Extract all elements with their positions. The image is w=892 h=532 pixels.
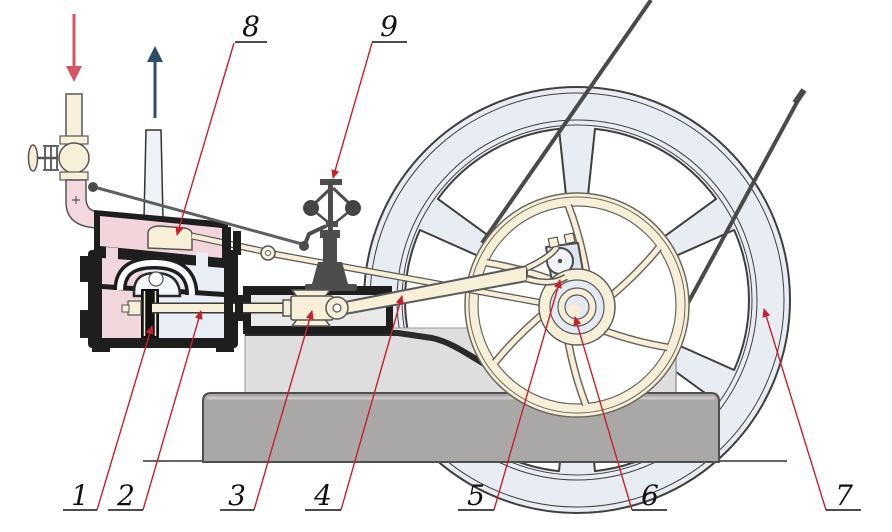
governor-collar <box>326 221 338 227</box>
leader-2-piston-rod <box>142 310 203 511</box>
cylinder <box>80 210 238 352</box>
cylinder-steam-side <box>102 258 143 338</box>
belt-run-right <box>686 92 804 304</box>
bell-crank-pivot <box>299 241 309 251</box>
leader-7-flywheel <box>762 308 827 511</box>
governor-links <box>312 209 352 224</box>
piston <box>141 289 159 338</box>
callout-label-5: 5 <box>467 479 485 512</box>
exhaust-arrow <box>147 46 163 62</box>
valve-rod-gland-plate <box>233 231 241 255</box>
governor-cap <box>320 179 342 185</box>
callout-numbers: 1 2 3 4 5 6 7 8 9 <box>71 10 853 512</box>
governor-column <box>323 236 337 266</box>
callout-label-8: 8 <box>242 10 260 43</box>
passage-dome-channel <box>117 259 195 296</box>
governor-capital <box>320 230 340 238</box>
leader-3-crosshead <box>253 310 314 511</box>
stuffing-boxes <box>222 227 243 326</box>
leader-5-crank <box>493 279 562 511</box>
fork-nut <box>563 232 576 245</box>
flow-arrows <box>66 14 163 118</box>
drive-belt <box>480 0 807 304</box>
piston-nut-small <box>121 304 130 313</box>
fork-nut <box>547 236 560 249</box>
steam-port-left <box>106 247 118 262</box>
callout-label-9: 9 <box>380 10 398 43</box>
governor <box>88 179 361 291</box>
leader-4-connecting-rod <box>340 295 404 511</box>
crank-wheel-rim-line <box>468 196 686 414</box>
valve-rod-gland <box>222 227 231 259</box>
crank-pin-center <box>557 258 563 264</box>
handwheel-icon <box>27 144 39 172</box>
dome-boss <box>148 271 164 287</box>
valve-flange-bottom <box>59 171 89 181</box>
throttle-rod-ball <box>88 182 98 192</box>
piston-nut <box>127 300 142 316</box>
belt-fastener <box>792 88 807 105</box>
steam-pipe <box>65 93 83 139</box>
guide-rail-bottom <box>243 326 392 334</box>
leader-9-governor <box>331 42 373 179</box>
governor-spindle <box>328 184 333 232</box>
crank-wheel <box>464 192 690 418</box>
callout-label-7: 7 <box>835 479 853 512</box>
throttle-rod <box>93 185 303 246</box>
piston-rod-gland-plate <box>235 295 243 321</box>
leader-6-crankshaft <box>573 316 633 511</box>
cylinder-flange-left-top <box>80 256 89 282</box>
callout-leaders <box>96 42 827 511</box>
callout-label-2: 2 <box>116 479 135 512</box>
foundation-block <box>202 392 720 463</box>
piston-rod-gland <box>224 290 233 326</box>
cylinder-assembly <box>27 93 238 352</box>
leader-1-piston <box>96 325 154 511</box>
callout-underlines <box>63 41 861 511</box>
callout-label-1: 1 <box>71 479 89 512</box>
big-end-fork <box>525 244 568 286</box>
valve-rod-eye-hole <box>265 250 271 256</box>
leader-8-slide-valve <box>175 42 235 236</box>
flange-cross-mark <box>72 196 80 204</box>
guide-right-wall <box>386 306 393 334</box>
connecting-rod <box>325 232 576 320</box>
valve-yoke <box>43 145 59 171</box>
governor-bell-crank <box>303 224 327 245</box>
steam-inlet-arrow <box>66 66 82 82</box>
eccentric-rod-body <box>267 250 549 307</box>
belt-run-left <box>480 0 653 245</box>
cylinder-flange-left-bottom <box>80 310 89 338</box>
foundation <box>202 392 720 463</box>
exhaust-port-right <box>196 252 208 268</box>
small-end-pin <box>332 303 342 313</box>
callout-label-4: 4 <box>313 479 332 512</box>
callout-label-3: 3 <box>228 479 246 512</box>
governor-pedestal-flare <box>312 262 348 284</box>
crankshaft-key <box>567 304 581 318</box>
slide-valve <box>147 225 193 251</box>
eccentric-rod <box>267 249 549 308</box>
callout-label-6: 6 <box>641 479 659 512</box>
crosshead <box>282 289 334 327</box>
throttle-valve-body <box>58 142 90 174</box>
